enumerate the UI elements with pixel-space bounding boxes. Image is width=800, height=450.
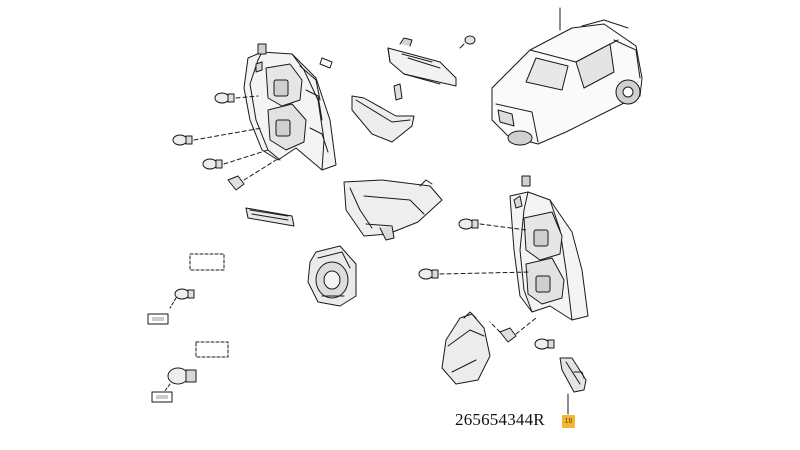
left-tail-lamp [243,51,337,171]
part-number-label: 265654344R [455,410,545,429]
bulb-small-upper [169,288,195,309]
lamp-cover [441,311,491,385]
rear-fog-lamp [307,245,357,307]
left-reflector-strip [245,207,295,227]
part-callout-badge[interactable]: 16 [562,415,575,428]
third-brake-lamp [387,37,457,87]
right-socket-connector [499,327,517,343]
right-bulb-3 [534,338,555,350]
label-tag-lower [151,391,173,403]
right-leader-lines [439,223,537,335]
center-lamp-housing [343,179,443,241]
right-bulb-2 [418,268,439,280]
dashed-box-lower [195,341,229,358]
left-lamp-clip-top [257,43,333,69]
left-leader-lines [193,95,277,181]
bulb-large-lower [163,367,197,393]
third-brake-lamp-lens [351,95,415,143]
brake-lamp-bracket-clip [393,83,403,101]
left-socket-connector [227,175,245,191]
part-16-bracket [559,357,587,393]
right-lamp-clip-top [521,175,531,187]
brake-lamp-screw [459,35,476,49]
left-bulb-3 [202,158,223,170]
right-tail-lamp [509,191,589,321]
left-bulb-2 [172,134,193,146]
suv-illustration [491,7,643,146]
dashed-box-upper [189,253,225,271]
right-bulb-1 [458,218,479,230]
label-tag-upper [147,313,169,325]
left-bulb-1 [214,92,235,104]
